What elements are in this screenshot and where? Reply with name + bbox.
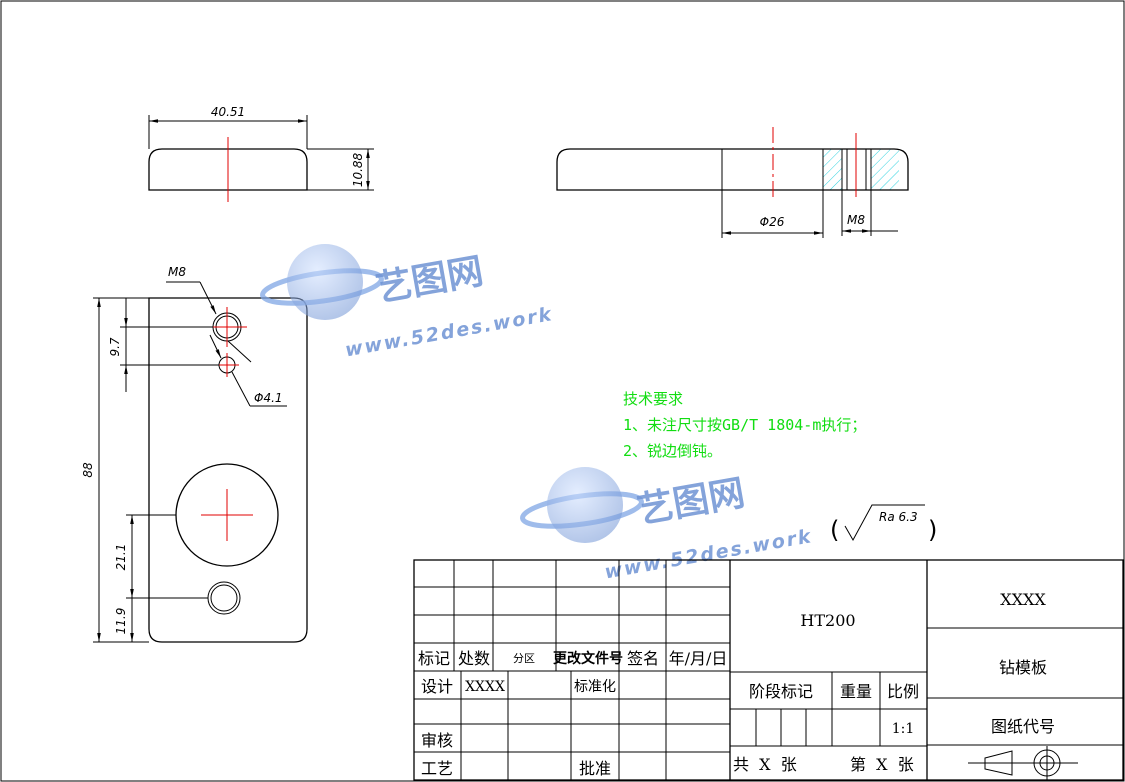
dim-overall-height: 88	[81, 462, 95, 478]
tb-sheet-no: 第 X 张	[850, 755, 914, 774]
surface-roughness-label: Ra 6.3	[879, 510, 918, 524]
tb-design: 设计	[421, 677, 453, 696]
dim-center-height: 21.1	[114, 544, 128, 571]
tb-scale-label: 比例	[887, 682, 919, 701]
surface-finish-symbol: ( Ra 6.3 )	[830, 504, 937, 544]
tb-material: HT200	[800, 611, 855, 630]
tb-company: XXXX	[1000, 590, 1046, 609]
watermark-url-2: www.52des.work	[603, 525, 814, 583]
tech-requirements: 技术要求 1、未注尺寸按GB/T 1804-m执行； 2、锐边倒钝。	[623, 390, 866, 460]
tb-mark: 标记	[418, 649, 450, 668]
tb-designer: XXXX	[465, 679, 505, 695]
tech-req-item-1: 1、未注尺寸按GB/T 1804-m执行；	[623, 416, 866, 434]
section-view: Φ26 M8	[556, 127, 909, 238]
tb-part-name: 钻模板	[999, 658, 1047, 677]
front-view: 88 9.7 21.1 11.9 M8 Φ4.1	[81, 265, 308, 643]
tb-stage-mark: 阶段标记	[749, 682, 813, 701]
tb-signature: 签名	[627, 649, 659, 668]
tb-total-sheets: 共 X 张	[733, 755, 797, 774]
watermark-url-1: www.52des.work	[343, 303, 554, 361]
dim-small-hole: Φ4.1	[254, 391, 283, 405]
top-view: 40.51 10.88	[148, 105, 374, 202]
tb-zone: 分区	[513, 652, 535, 665]
paren-open: (	[830, 516, 839, 544]
tb-drawing-no: 图纸代号	[991, 717, 1055, 736]
watermark-2: 艺图网 www.52des.work	[520, 467, 814, 583]
tb-date: 年/月/日	[669, 649, 728, 668]
tb-process: 工艺	[421, 759, 453, 778]
tb-scale-value: 1:1	[892, 721, 915, 737]
dim-thread-section: M8	[847, 213, 865, 227]
tech-req-item-2: 2、锐边倒钝。	[623, 442, 722, 460]
dim-top-height: 10.88	[351, 152, 365, 187]
dim-top-width: 40.51	[211, 105, 245, 119]
paren-close: )	[928, 516, 937, 544]
dim-hole-diameter: Φ26	[760, 215, 785, 229]
tb-count: 处数	[458, 649, 490, 668]
dim-thread-callout: M8	[168, 265, 186, 279]
dim-pitch-vertical: 9.7	[108, 337, 122, 356]
tb-change-doc: 更改文件号	[553, 650, 623, 667]
tb-approve: 批准	[579, 759, 611, 778]
title-block: 标记 处数 分区 更改文件号 签名 年/月/日 设计 XXXX 标准化 审核 工…	[413, 559, 1124, 781]
dim-bottom-offset: 11.9	[114, 608, 128, 635]
tb-review: 审核	[421, 731, 453, 750]
watermark-brand-1: 艺图网	[373, 251, 486, 310]
tb-standardize: 标准化	[574, 679, 616, 695]
tech-req-title: 技术要求	[623, 390, 683, 408]
watermark-brand-2: 艺图网	[634, 473, 747, 532]
watermark-1: 艺图网 www.52des.work	[260, 244, 555, 361]
tb-weight: 重量	[840, 682, 872, 701]
projection-symbol	[968, 746, 1078, 780]
